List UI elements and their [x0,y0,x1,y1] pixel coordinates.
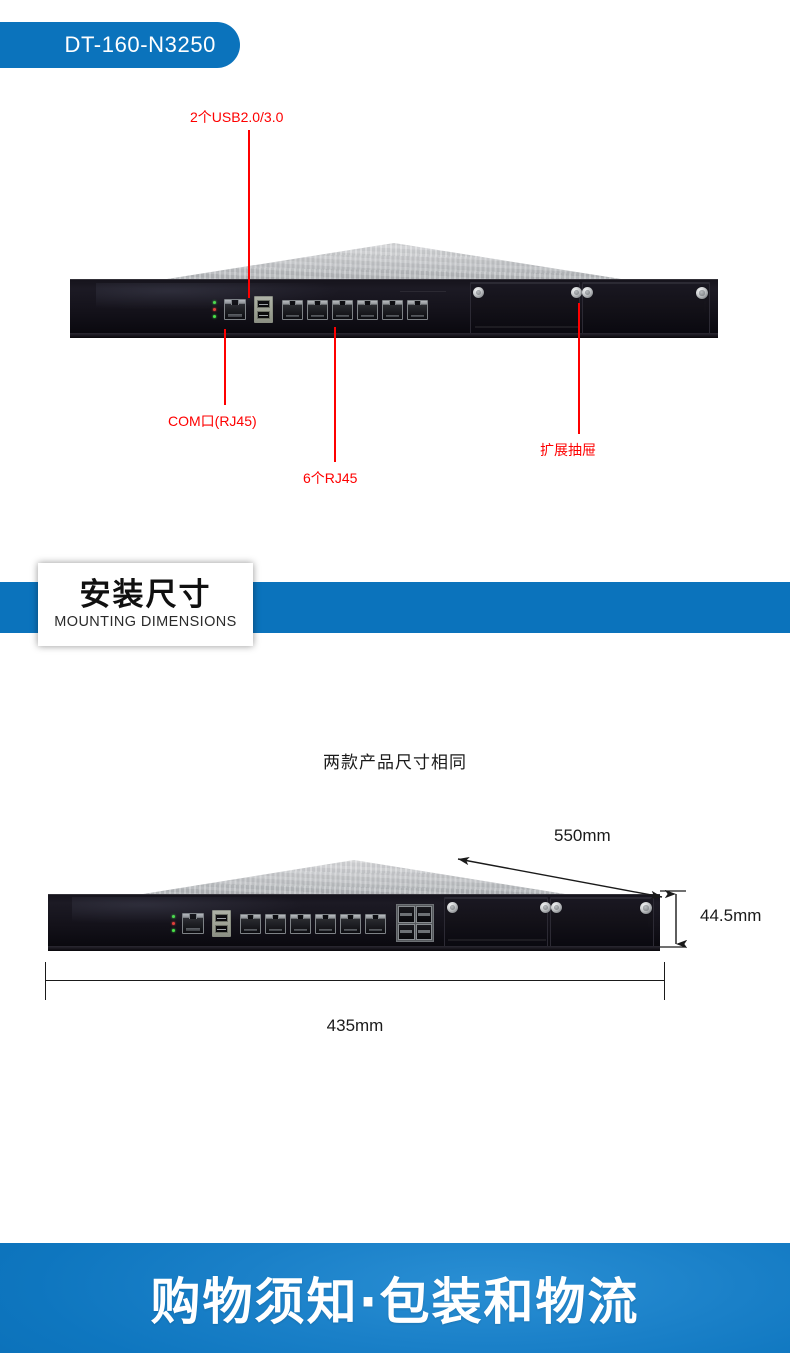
rj45-port-5 [382,300,403,320]
product-device-image [60,243,728,343]
bottom-banner: 购物须知·包装和物流 [0,1243,790,1353]
led-green-top [213,301,216,304]
device-base-edge [70,333,718,338]
drawer-vent-1 [475,326,579,328]
status-leds [213,301,216,318]
height-dimension-label: 44.5mm [700,906,762,925]
section-title-en: MOUNTING DIMENSIONS [54,614,237,631]
dim-device-front-panel [48,894,660,951]
thumbscrew-4 [696,287,708,299]
callout-leader-com [224,329,226,405]
sfp-port-4 [415,923,432,940]
rj45-port-4 [357,300,378,320]
callout-label-usb: 2个USB2.0/3.0 [190,109,284,125]
usb-port-upper [256,300,271,308]
width-dimension-label: 435mm [326,1016,384,1035]
led-green-bottom [213,315,216,318]
rj45-port-6 [407,300,428,320]
sfp-port-3 [398,923,415,940]
sfp-module-cage [396,904,434,942]
rj45-port-3 [332,300,353,320]
callout-label-rj45: 6个RJ45 [303,470,358,486]
section-header-card: 安装尺寸 MOUNTING DIMENSIONS [38,563,253,646]
usb-port-lower [256,311,271,319]
dim-device-base-edge [48,946,660,951]
callout-leader-drawer [578,303,580,434]
dim-rj45-port-4 [315,914,336,934]
product-title-text: DT-160-N3250 [64,32,216,57]
dim-usb-port-stack [212,910,231,937]
dim-rj45-port-2 [265,914,286,934]
dim-rj45-port-3 [290,914,311,934]
front-panel-seam-lower [220,329,445,330]
thumbscrew-1 [473,287,484,298]
dim-rj45-port-1 [240,914,261,934]
dimension-device-image [40,860,668,954]
device-front-panel [70,279,718,338]
product-title-badge: DT-160-N3250 [0,22,240,68]
callout-leader-rj45 [334,327,336,462]
expansion-drawer-2 [582,282,710,334]
thumbscrew-3 [582,287,593,298]
dim-drawer-indicator [648,916,650,927]
dim-com-rj45-port [182,913,204,934]
front-panel-seam [400,291,446,292]
dim-usb-port-lower [214,925,229,933]
dim-status-leds [172,915,175,932]
usb-port-stack [254,296,273,323]
depth-dimension-line [457,856,663,900]
dim-rj45-port-6 [365,914,386,934]
bottom-banner-text: 购物须知·包装和物流 [150,1273,640,1331]
dim-led-green-top [172,915,175,918]
dim-thumbscrew-2 [540,902,551,913]
com-rj45-port [224,299,246,320]
callout-leader-usb [248,130,250,298]
dim-drawer-vent-1 [448,939,546,941]
section-title-cn: 安装尺寸 [79,576,212,613]
sfp-port-2 [415,906,432,923]
depth-dimension-label: 550mm [554,826,611,845]
dim-expansion-drawer-2 [550,897,654,947]
callout-label-drawer: 扩展抽屉 [540,442,596,458]
rj45-port-1 [282,300,303,320]
rj45-port-2 [307,300,328,320]
dim-usb-port-upper [214,914,229,922]
width-dimension-line [45,980,665,982]
dim-thumbscrew-1 [447,902,458,913]
dim-thumbscrew-3 [551,902,562,913]
dim-rj45-port-5 [340,914,361,934]
callout-label-com: COM口(RJ45) [168,413,257,429]
thumbscrew-2 [571,287,582,298]
same-size-note: 两款产品尺寸相同 [323,753,467,773]
dim-led-red-middle [172,922,175,925]
sfp-port-1 [398,906,415,923]
led-red-middle [213,308,216,311]
dim-led-green-bottom [172,929,175,932]
height-dimension-line [660,889,688,949]
dim-thumbscrew-4 [640,902,652,914]
drawer-indicator [704,301,706,312]
